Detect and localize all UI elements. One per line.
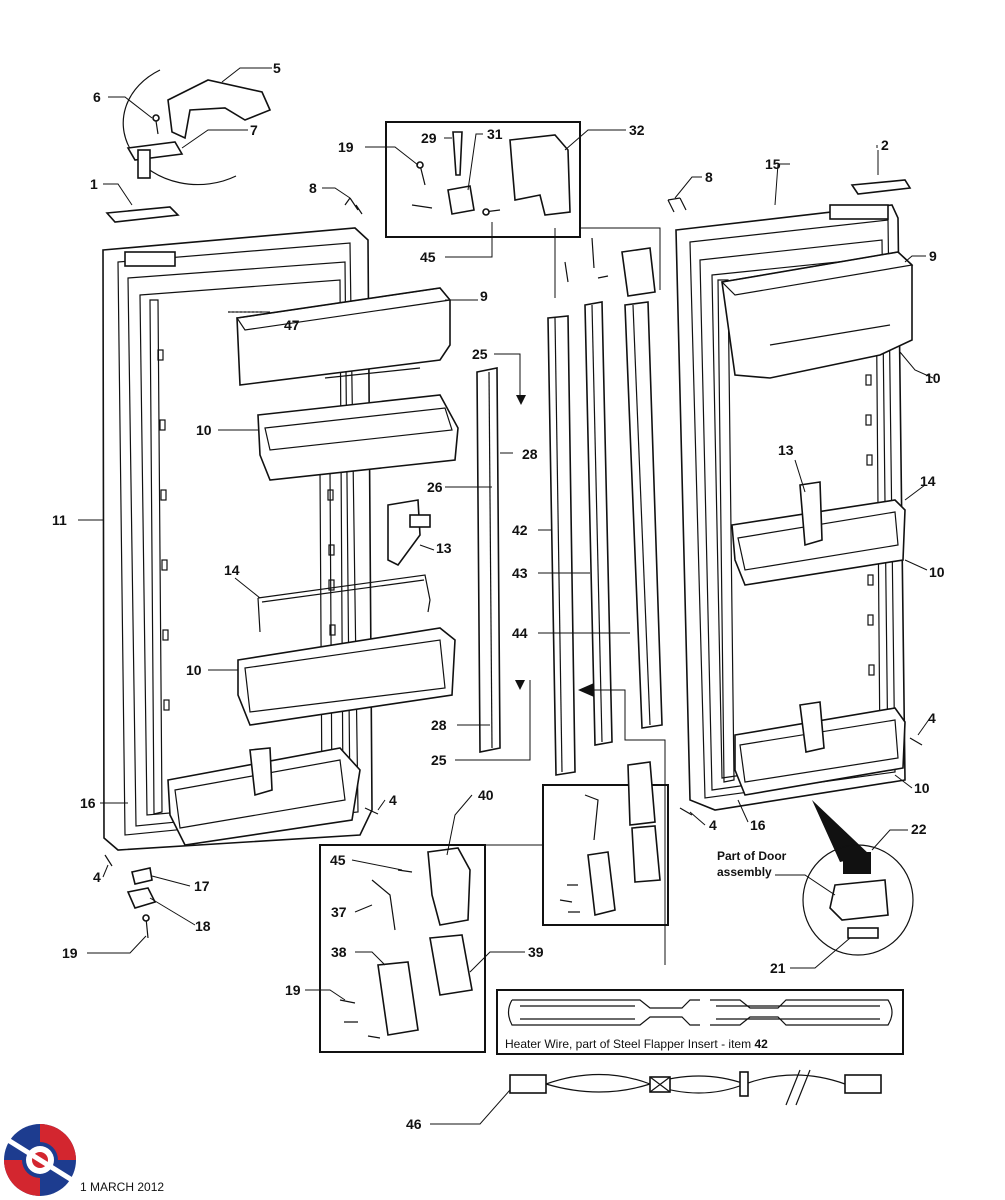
callout-40: 40 <box>478 787 494 803</box>
callout-29: 29 <box>421 130 437 146</box>
callout-16-right: 16 <box>750 817 766 833</box>
door-assembly-note-line2: assembly <box>717 865 772 879</box>
callout-10-right-top: 10 <box>925 370 941 386</box>
callout-31: 31 <box>487 126 503 142</box>
callout-8-right: 8 <box>705 169 713 185</box>
callout-7: 7 <box>250 122 258 138</box>
callout-18: 18 <box>195 918 211 934</box>
callout-15: 15 <box>765 156 781 172</box>
left-door-assembly <box>102 227 459 851</box>
callout-14-left: 14 <box>224 562 240 578</box>
callout-19-bottom-left: 19 <box>62 945 78 961</box>
right-door-small-parts <box>667 179 923 816</box>
callout-10-left-mid: 10 <box>186 662 202 678</box>
callout-22: 22 <box>911 821 927 837</box>
callout-10-left-top: 10 <box>196 422 212 438</box>
leader-lines <box>78 67 934 1125</box>
heater-wire-note: Heater Wire, part of Steel Flapper Inser… <box>505 1037 768 1051</box>
door-stop-parts-box <box>319 844 543 1053</box>
callout-19-top: 19 <box>338 139 354 155</box>
callout-42: 42 <box>512 522 528 538</box>
callout-25-top: 25 <box>472 346 488 362</box>
callout-10-right-mid: 10 <box>929 564 945 580</box>
magnified-detail-circle <box>802 800 914 956</box>
callout-38: 38 <box>331 944 347 960</box>
right-door-assembly <box>675 204 914 811</box>
callout-11: 11 <box>52 512 67 528</box>
callout-4-left-mid: 4 <box>389 792 397 808</box>
strip-top-parts <box>564 237 656 297</box>
callout-9-left: 9 <box>480 288 488 304</box>
callout-4-left-bottom: 4 <box>93 869 101 885</box>
callout-21: 21 <box>770 960 786 976</box>
door-assembly-note-line1: Part of Door <box>717 849 787 863</box>
brand-logo <box>4 1124 76 1196</box>
callout-9-right: 9 <box>929 248 937 264</box>
callout-19-box: 19 <box>285 982 301 998</box>
callout-16-left: 16 <box>80 795 96 811</box>
callout-5: 5 <box>273 60 281 76</box>
callout-47: 47 <box>284 317 300 333</box>
callout-26: 26 <box>427 479 443 495</box>
callout-44: 44 <box>512 625 528 641</box>
left-door-small-parts <box>104 197 379 939</box>
callout-17: 17 <box>194 878 210 894</box>
callout-13-left: 13 <box>436 540 452 556</box>
callout-10-right-bottom: 10 <box>914 780 930 796</box>
callout-28-bottom: 28 <box>431 717 447 733</box>
heater-wire-cable <box>509 1069 882 1106</box>
callout-28-top: 28 <box>522 446 538 462</box>
callout-37: 37 <box>331 904 347 920</box>
callout-32: 32 <box>629 122 645 138</box>
callout-8-left: 8 <box>309 180 317 196</box>
callout-43: 43 <box>512 565 528 581</box>
revision-date: 1 MARCH 2012 <box>80 1180 165 1194</box>
callout-4-right-top: 4 <box>928 710 936 726</box>
callout-13-right: 13 <box>778 442 794 458</box>
top-center-parts-box <box>385 121 581 238</box>
callout-numbers: 5 6 7 1 8 19 29 31 32 45 2 15 8 9 9 47 2… <box>52 60 945 1132</box>
heater-wire-box <box>496 989 904 1055</box>
callout-45-top: 45 <box>420 249 436 265</box>
callout-45-bottom: 45 <box>330 852 346 868</box>
callout-4-right-bottom: 4 <box>709 817 717 833</box>
callout-39: 39 <box>528 944 544 960</box>
callout-46: 46 <box>406 1116 422 1132</box>
center-strips <box>476 301 666 965</box>
hinge-detail-circle <box>122 69 272 186</box>
callout-14-right: 14 <box>920 473 936 489</box>
callout-6: 6 <box>93 89 101 105</box>
callout-25-bottom: 25 <box>431 752 447 768</box>
callout-2: 2 <box>881 137 889 153</box>
callout-1: 1 <box>90 176 98 192</box>
lower-hinge-parts-box <box>542 761 669 926</box>
